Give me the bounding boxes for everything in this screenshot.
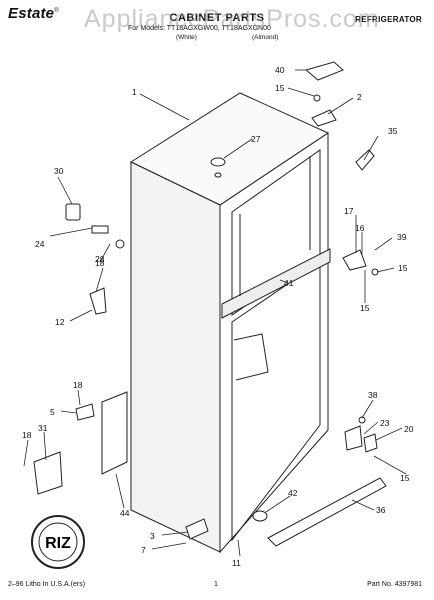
footer-part-number: Part No. 4397981 — [367, 581, 422, 588]
leader-lines — [23, 69, 407, 557]
center-hinge-part — [342, 249, 367, 271]
hinge-spacer-part — [363, 433, 378, 453]
callout-41: 41 — [284, 278, 294, 288]
callout-35: 35 — [388, 126, 398, 136]
riz-text: RIZ — [45, 535, 71, 552]
brand-logo: Estate® — [8, 5, 59, 22]
callout-1: 1 — [132, 87, 137, 97]
hinge-pin-part — [355, 149, 375, 171]
parts — [33, 61, 387, 547]
bracket-part — [75, 403, 95, 421]
cabinet-shell — [129, 92, 331, 554]
riz-logo: RIZ — [31, 515, 85, 569]
handle-bracket-part — [65, 203, 81, 221]
callout-38: 38 — [368, 390, 378, 400]
footer-litho: 2–96 Litho In U.S.A.(ers) — [8, 581, 86, 588]
callout-16: 16 — [355, 223, 365, 233]
models-line: For Models: TT18AGXGW00, TT18AGXGN00 — [128, 25, 271, 32]
callout-27: 27 — [251, 134, 261, 144]
hinge-cover-part — [304, 61, 344, 81]
callout-42: 42 — [288, 488, 298, 498]
callout-20: 20 — [404, 424, 414, 434]
screw-part — [313, 94, 321, 102]
color-almond-label: (Almond) — [252, 34, 279, 41]
leveler-part — [252, 510, 268, 522]
callout-40: 40 — [275, 65, 285, 75]
top-hinge-part — [311, 109, 337, 127]
callout-18-lower: 18 — [22, 430, 32, 440]
wire-clamp-part — [91, 225, 109, 234]
callout-15-right-upper: 15 — [398, 263, 408, 273]
shelf-support-part — [89, 287, 107, 315]
callout-2: 2 — [357, 92, 362, 102]
callout-7: 7 — [141, 545, 146, 555]
callout-28: 28 — [95, 254, 105, 264]
callout-15-top: 15 — [275, 83, 285, 93]
watermark: AppliancePartsPros.com — [84, 5, 380, 33]
side-panel-part — [101, 391, 128, 475]
cover-plate-part — [33, 451, 63, 495]
footer-page-number: 1 — [214, 581, 218, 588]
toe-grille-part — [267, 477, 387, 547]
color-white-label: (White) — [176, 34, 197, 41]
callout-12: 12 — [55, 317, 65, 327]
callout-17: 17 — [344, 206, 354, 216]
callout-11: 11 — [232, 558, 241, 568]
callout-36: 36 — [376, 505, 386, 515]
callout-15-bottom: 15 — [400, 473, 410, 483]
callout-18-middle: 18 — [73, 380, 83, 390]
callout-15-right-lower: 15 — [360, 303, 370, 313]
callout-5: 5 — [50, 407, 55, 417]
cap-part — [358, 416, 366, 424]
category-label: REFRIGERATOR — [355, 15, 422, 24]
callout-3: 3 — [150, 531, 155, 541]
callout-39: 39 — [397, 232, 407, 242]
callout-44: 44 — [120, 508, 130, 518]
callout-31: 31 — [38, 423, 48, 433]
bottom-hinge-part — [344, 425, 363, 451]
callout-23: 23 — [380, 418, 390, 428]
page-title: CABINET PARTS — [169, 12, 265, 24]
callout-18-upper: 18 — [95, 258, 105, 268]
washer-part — [115, 239, 125, 249]
roller-part — [185, 518, 209, 540]
callout-24: 24 — [35, 239, 45, 249]
cabinet-plug-part — [210, 157, 226, 167]
callout-30: 30 — [54, 166, 64, 176]
